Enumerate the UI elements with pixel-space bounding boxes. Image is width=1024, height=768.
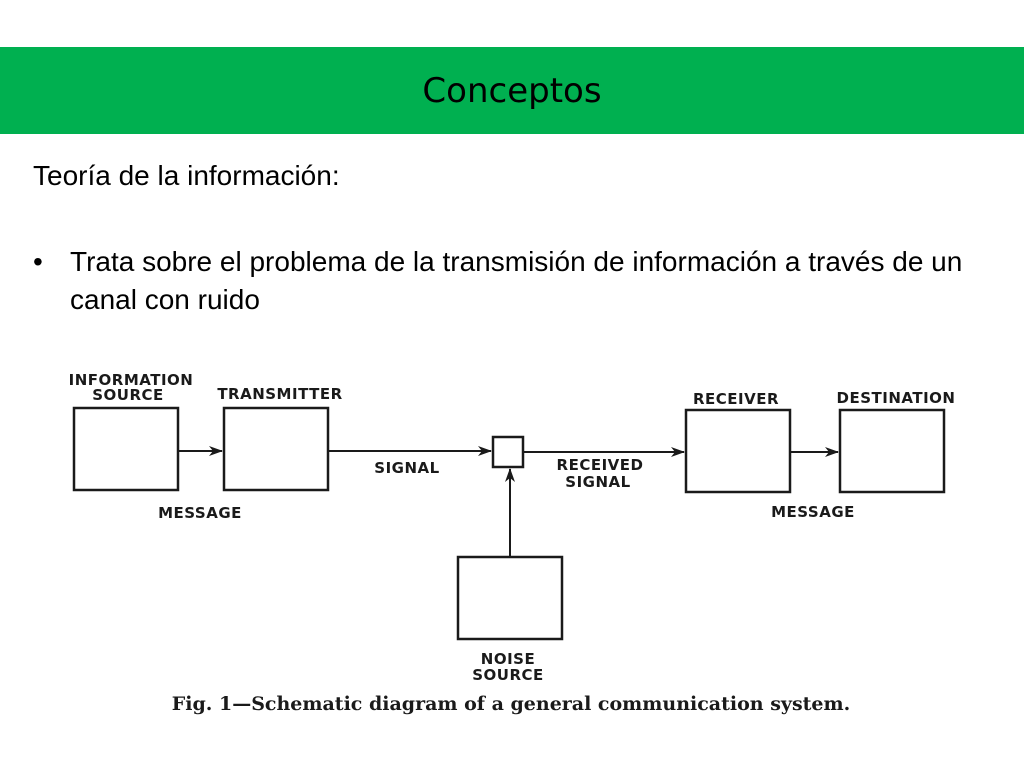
receiver-box <box>684 408 792 494</box>
bullet-icon: • <box>33 246 43 277</box>
noise-source-label-line1: NOISE <box>481 650 535 668</box>
received-signal-label-line1: RECEIVED <box>557 456 644 474</box>
bullet-item: • Trata sobre el problema de la transmis… <box>33 243 993 319</box>
noise-source-label-line2: SOURCE <box>472 666 544 684</box>
noise-source-box <box>456 555 564 641</box>
slide-subtitle: Teoría de la información: <box>33 160 340 191</box>
information-source-label-line1: INFORMATION <box>69 371 194 389</box>
received-signal-label-line2: SIGNAL <box>565 473 630 491</box>
destination-box <box>838 408 946 494</box>
noise-junction-box <box>491 435 525 469</box>
communication-system-diagram: INFORMATION SOURCE TRANSMITTER RECEIVER … <box>69 371 956 715</box>
transmitter-label: TRANSMITTER <box>217 385 342 403</box>
signal-label: SIGNAL <box>374 459 439 477</box>
bullet-text: Trata sobre el problema de la transmisió… <box>70 246 963 315</box>
destination-label: DESTINATION <box>837 389 956 407</box>
message-right-label: MESSAGE <box>771 503 855 521</box>
transmitter-box <box>222 406 330 492</box>
figure-caption: Fig. 1—Schematic diagram of a general co… <box>172 693 850 715</box>
receiver-label: RECEIVER <box>693 390 779 408</box>
message-left-label: MESSAGE <box>158 504 242 522</box>
title-bar: Conceptos <box>0 47 1024 134</box>
information-source-box <box>72 406 180 492</box>
slide-title: Conceptos <box>422 70 602 111</box>
information-source-label-line2: SOURCE <box>92 386 164 404</box>
